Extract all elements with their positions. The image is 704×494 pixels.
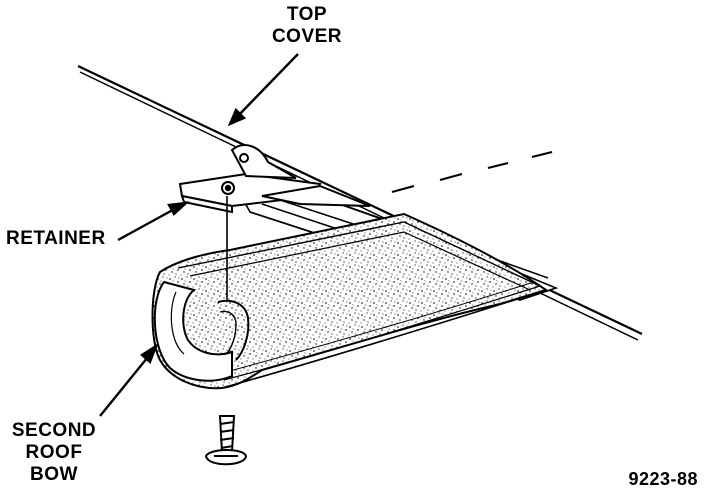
second-roof-bow [151,212,549,390]
hidden-line-dashes [391,151,553,193]
retainer-label: RETAINER [6,228,118,250]
retainer-plate [178,144,371,214]
retainer-label-text: RETAINER [6,228,106,249]
figure-number-text: 9223-88 [628,469,698,489]
second-roof-bow-label-line-3: BOW [30,464,78,485]
top-cover-label: TOP COVER [252,4,362,48]
leader-arrows [99,53,299,417]
second-roof-bow-label: SECOND ROOF BOW [0,420,108,486]
screw [204,415,248,466]
top-cover-label-line-1: TOP [286,4,328,25]
second-roof-bow-label-line-2: ROOF [25,442,83,463]
second-roof-bow-label-line-1: SECOND [11,420,97,441]
top-cover-label-line-2: COVER [271,26,343,47]
figure-number: 9223-88 [588,468,698,490]
